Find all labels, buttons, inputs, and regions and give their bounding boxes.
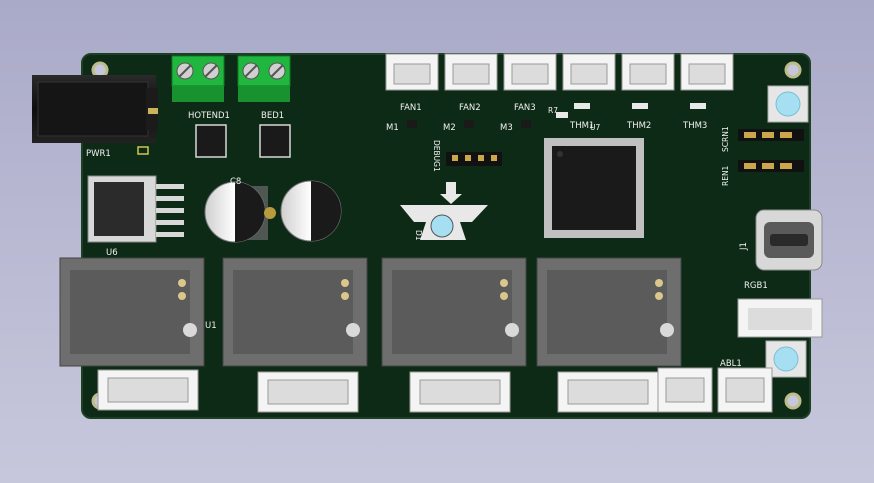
label-c8: C8 — [230, 177, 241, 187]
label-r7: R7 — [548, 106, 558, 115]
label-bed1: BED1 — [261, 111, 284, 121]
mosfet-package — [195, 124, 291, 158]
solder-pad — [137, 146, 149, 155]
label-ren1: REN1 — [721, 165, 730, 186]
label-debug1: DEBUG1 — [432, 140, 441, 172]
label-m3: M3 — [500, 123, 513, 133]
label-pwr1: PWR1 — [86, 149, 111, 159]
label-scrn1: SCRN1 — [721, 126, 730, 152]
label-u1: U1 — [205, 321, 217, 331]
label-m2: M2 — [443, 123, 456, 133]
label-u7: U7 — [590, 123, 600, 132]
label-fan3: FAN3 — [514, 103, 536, 113]
motor-connectors — [97, 369, 659, 413]
terminal-block-bed — [237, 55, 291, 102]
stepper-driver-2 — [222, 257, 368, 367]
stepper-driver-1 — [59, 257, 205, 367]
usb-c-port — [755, 209, 823, 271]
mcu-chip — [544, 138, 644, 238]
mounting-hole — [784, 392, 802, 410]
label-m1: M1 — [386, 123, 399, 133]
label-j1: J1 — [739, 242, 749, 251]
label-thm1: THM1 — [569, 121, 594, 131]
tactile-button-bottom — [765, 340, 807, 378]
rgb-connector — [737, 298, 823, 338]
anvil-logo — [400, 182, 488, 240]
tactile-button-top — [767, 85, 809, 123]
small-transistors — [407, 120, 531, 128]
mounting-hole — [784, 61, 802, 79]
terminal-block-hotend — [171, 55, 225, 102]
thermistor-resistors — [556, 103, 706, 118]
via-pad — [264, 207, 276, 219]
debug-header — [446, 152, 502, 166]
label-rgb1: RGB1 — [744, 281, 768, 291]
electrolytic-capacitor — [280, 180, 342, 242]
label-fan1: FAN1 — [400, 103, 422, 113]
endstop-connectors — [657, 367, 773, 413]
label-abl1: ABL1 — [720, 359, 742, 369]
label-fan2: FAN2 — [459, 103, 481, 113]
voltage-regulator-u6 — [87, 175, 184, 243]
label-u6: U6 — [106, 248, 118, 258]
stepper-driver-4 — [536, 257, 682, 367]
pin-headers-right — [738, 129, 804, 172]
electrolytic-capacitor-c8 — [204, 181, 268, 243]
label-hotend1: HOTEND1 — [188, 111, 230, 121]
label-thm2: THM2 — [626, 121, 651, 131]
label-thm3: THM3 — [682, 121, 707, 131]
jst-connectors-top — [385, 53, 734, 91]
label-logo-d: D1 — [414, 230, 423, 241]
stepper-driver-3 — [381, 257, 527, 367]
dc-power-jack — [32, 75, 158, 143]
mounting-hole — [91, 61, 109, 79]
